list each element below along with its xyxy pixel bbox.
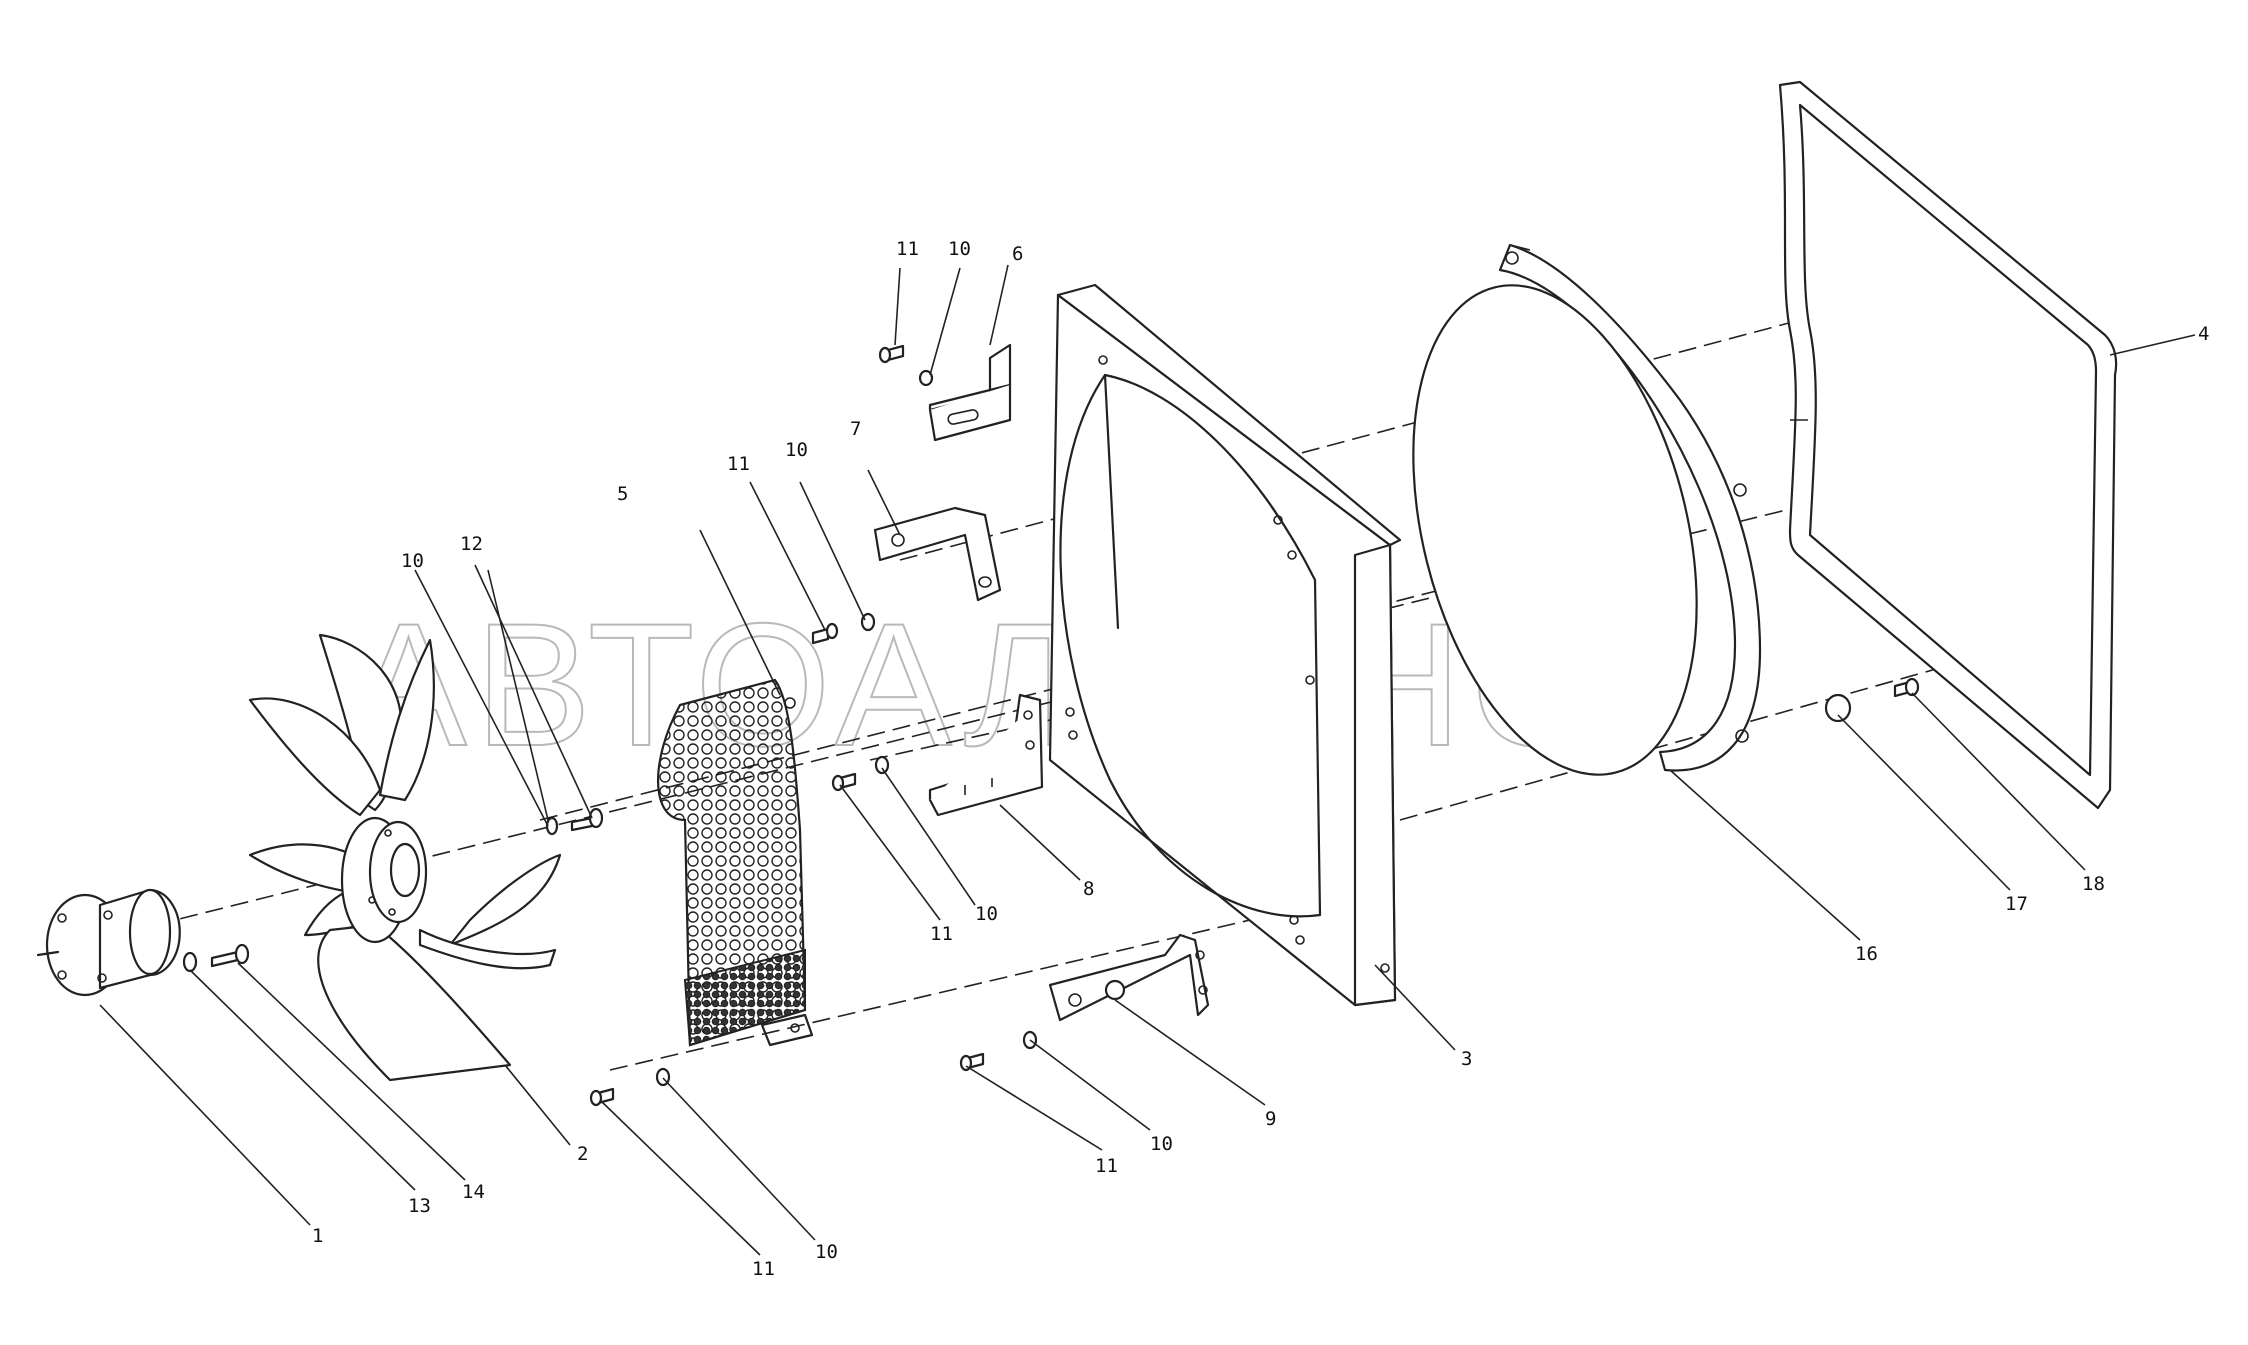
callout-11-top: 11 — [896, 238, 919, 260]
hub-bolt — [210, 943, 250, 968]
hub-adapter — [36, 888, 181, 997]
callout-9: 9 — [1265, 1108, 1276, 1130]
callout-7: 7 — [850, 418, 861, 440]
callout-13: 13 — [408, 1195, 431, 1217]
callout-17: 17 — [2005, 893, 2028, 915]
fan-shroud — [1412, 243, 1762, 776]
fan-impeller — [248, 633, 562, 1082]
callout-1: 1 — [312, 1225, 323, 1247]
bracket-mid — [873, 506, 1002, 602]
callout-4: 4 — [2198, 323, 2209, 345]
callout-10-fan: 10 — [401, 550, 424, 572]
callout-2: 2 — [577, 1143, 588, 1165]
callout-10-bottom: 10 — [815, 1241, 838, 1263]
bracket-bottom — [1048, 933, 1210, 1022]
hub-washer — [182, 951, 198, 973]
callout-6: 6 — [1012, 243, 1023, 265]
callout-labels: 1 2 3 4 5 6 7 8 9 10 11 10 11 10 12 11 1… — [312, 238, 2209, 1280]
callout-11-mid: 11 — [727, 453, 750, 475]
callout-10-lower: 10 — [1150, 1133, 1173, 1155]
callout-10-bracket: 10 — [975, 903, 998, 925]
callout-5: 5 — [617, 483, 628, 505]
callout-14: 14 — [462, 1181, 485, 1203]
leader-lines — [99, 264, 2196, 1256]
callout-16: 16 — [1855, 943, 1878, 965]
bracket-lower — [928, 693, 1044, 817]
callout-11-lower: 11 — [1095, 1155, 1118, 1177]
callout-18: 18 — [2082, 873, 2105, 895]
callout-10-top: 10 — [948, 238, 971, 260]
fan-bolt — [570, 807, 604, 832]
callout-11-bottom: 11 — [752, 1258, 775, 1280]
radiator-frame — [1048, 283, 1402, 1007]
callout-3: 3 — [1461, 1048, 1472, 1070]
bracket-upper — [928, 343, 1012, 442]
callout-11-bracket: 11 — [930, 923, 953, 945]
fasteners — [589, 344, 1920, 1107]
watermark: АВТОАЛЬЯНС — [350, 588, 1605, 783]
seal-frame — [1778, 80, 2118, 810]
fan-washer — [545, 816, 559, 836]
callout-8: 8 — [1083, 878, 1094, 900]
callout-10-mid: 10 — [785, 439, 808, 461]
callout-12: 12 — [460, 533, 483, 555]
mesh-guard — [657, 678, 814, 1047]
